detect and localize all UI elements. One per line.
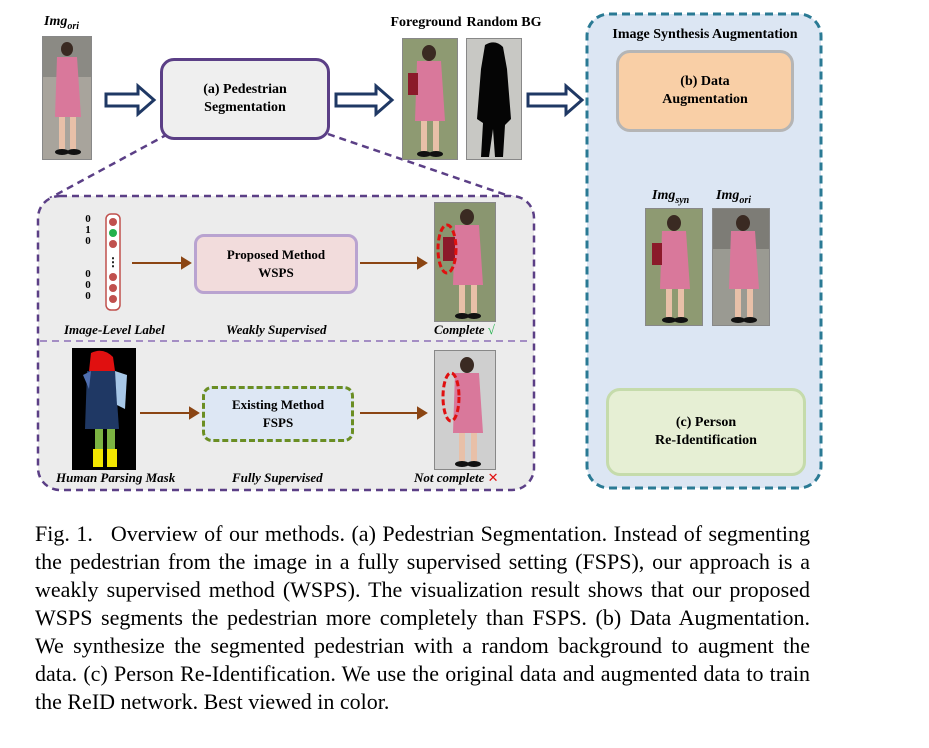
diagram-canvas: ⋮ [36, 12, 823, 492]
cross-icon: ✕ [487, 470, 499, 485]
segmentation-detail-panel [36, 194, 536, 492]
complete-text: Complete √ [434, 322, 495, 337]
fully-supervised-text: Fully Supervised [232, 470, 323, 485]
foreground-label: Foreground [390, 15, 462, 30]
connector-right [327, 132, 516, 200]
original-image-right [712, 208, 770, 326]
figure-number: Fig. 1. [35, 521, 93, 546]
person-reid-box: (c) Person Re-Identification [606, 388, 806, 476]
original-pedestrian-image [42, 36, 92, 160]
wsps-box: Proposed Method WSPS [194, 234, 358, 294]
hollow-arrow-3 [526, 82, 585, 118]
human-parsing-mask-image [72, 348, 136, 470]
image-level-label-vector: ⋮ [105, 213, 121, 311]
fsps-highlight-ellipse [441, 371, 461, 423]
random-bg-label: Random BG [466, 15, 542, 30]
connector-left [49, 132, 169, 200]
synthesized-image [645, 208, 703, 326]
check-icon: √ [487, 322, 495, 337]
foreground-image [402, 38, 458, 160]
not-complete-text: Not complete ✕ [414, 470, 499, 485]
hollow-arrow-1 [104, 82, 157, 118]
data-augmentation-box: (b) Data Augmentation [616, 50, 794, 132]
image-level-label-text: Image-Level Label [64, 322, 165, 337]
label-vector-digits: 0 1 0 0 0 0 [85, 213, 91, 302]
random-bg-image [466, 38, 522, 160]
wsps-result-image [434, 202, 496, 322]
fsps-result-image [434, 350, 496, 470]
human-parsing-mask-text: Human Parsing Mask [56, 470, 176, 485]
img-ori-right-label: Imgori [716, 188, 752, 206]
caption-text: Overview of our methods. (a) Pedestrian … [35, 521, 810, 714]
img-syn-label: Imgsyn [652, 188, 690, 206]
image-synthesis-title: Image Synthesis Augmentation [612, 27, 798, 42]
svg-text:⋮: ⋮ [107, 255, 119, 269]
figure-caption: Fig. 1.Overview of our methods. (a) Pede… [35, 520, 810, 716]
wsps-highlight-ellipse [436, 223, 458, 275]
fsps-box: Existing Method FSPS [202, 386, 354, 442]
image-synthesis-container [585, 12, 823, 490]
pedestrian-segmentation-box: (a) Pedestrian Segmentation [160, 58, 330, 140]
hollow-arrow-2 [334, 82, 395, 118]
img-ori-top-label: Imgori [44, 14, 80, 32]
weakly-supervised-text: Weakly Supervised [226, 322, 327, 337]
